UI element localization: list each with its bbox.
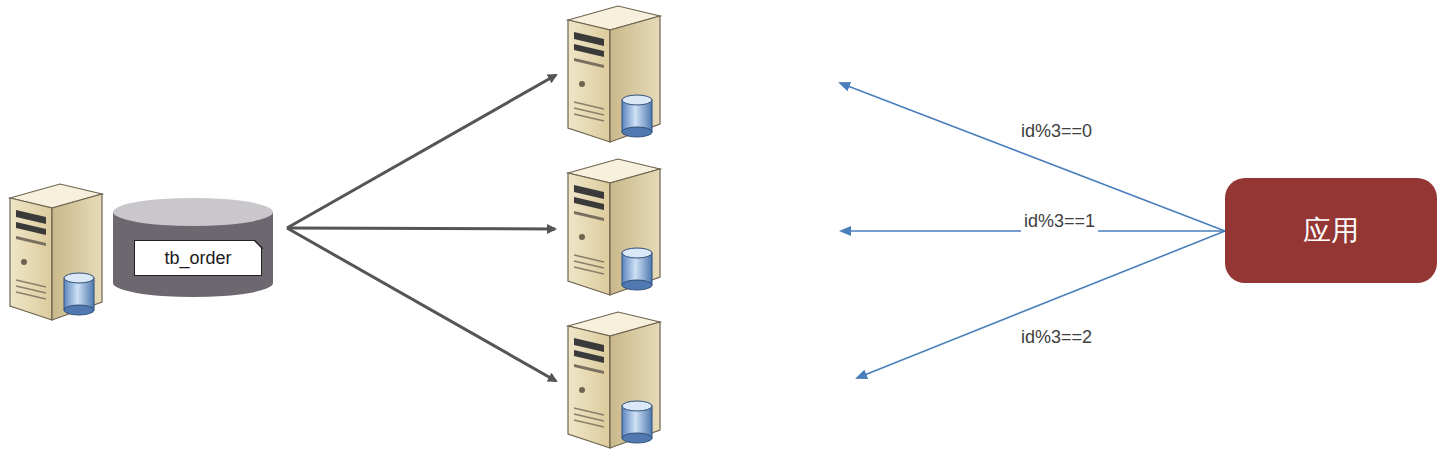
folded-corner — [254, 240, 263, 249]
arrow-label: id%3==2 — [1018, 327, 1095, 348]
app-box: 应用 — [1225, 178, 1437, 283]
node-text: 应用 — [1303, 212, 1359, 250]
arrow-label: id%3==1 — [1021, 211, 1098, 232]
arrow-label: id%3==0 — [1018, 121, 1095, 142]
table-box: tb_order — [134, 240, 262, 276]
node-text: tb_order — [164, 248, 231, 269]
